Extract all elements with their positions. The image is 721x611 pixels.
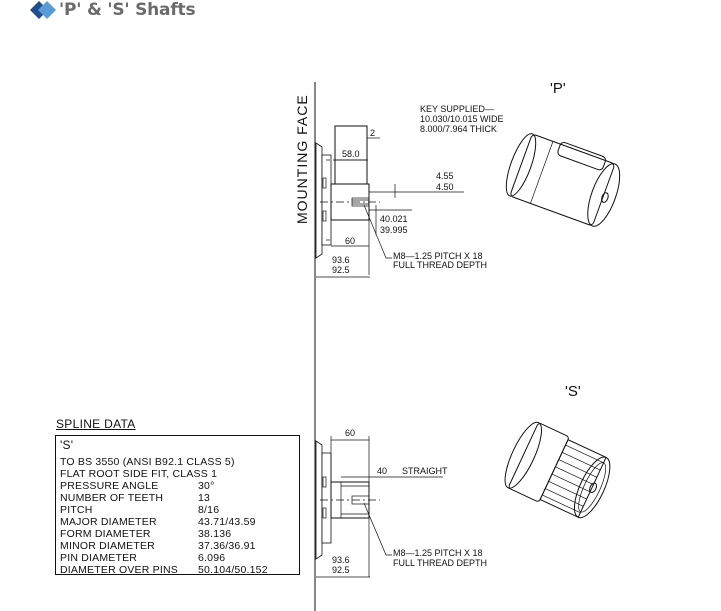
s-dim-shaft-length: 60 — [345, 428, 355, 438]
dim-shaft-dia-bottom: 39.995 — [380, 225, 408, 235]
spline-data-table: 'S' TO BS 3550 (ANSI B92.1 CLASS 5) FLAT… — [55, 435, 300, 576]
dim-shaft-dia-top: 40.021 — [380, 214, 408, 224]
p-shaft-isometric — [505, 133, 621, 227]
s-dim-straight: 40 — [377, 466, 387, 476]
spline-fit-line: FLAT ROOT SIDE FIT, CLASS 1 — [60, 468, 218, 480]
p-view-label: 'P' — [550, 80, 566, 97]
dim-dia-top: 4.55 — [436, 171, 454, 181]
dim-dia-bottom: 4.50 — [436, 182, 454, 192]
key-note-line-2: 10.030/10.015 WIDE — [420, 114, 504, 124]
spline-type-label: 'S' — [60, 438, 74, 452]
s-dim-total-top: 93.6 — [332, 555, 350, 565]
s-dim-straight-label: STRAIGHT — [402, 466, 448, 476]
p-thread-note-line-2: FULL THREAD DEPTH — [393, 260, 487, 270]
dim-total-bottom: 92.5 — [332, 265, 350, 275]
blue-diamond-logo-icon — [30, 1, 56, 19]
dim-key-length: 58.0 — [342, 149, 360, 159]
page-header: 'P' & 'S' Shafts — [28, 0, 196, 21]
s-shaft-side-view: 60 40 STRAIGHT 93.6 92.5 M8—1.25 PITCH X… — [315, 428, 487, 578]
mounting-face-label: MOUNTING FACE — [294, 94, 310, 224]
s-thread-note-line-2: FULL THREAD DEPTH — [393, 558, 487, 568]
key-note-line-3: 8.000/7.964 THICK — [420, 124, 497, 134]
p-shaft-side-view: 58.0 2 4.55 4.50 40.021 39.995 60 93.6 9… — [315, 104, 504, 278]
spline-data-title: SPLINE DATA — [56, 417, 136, 431]
dim-total-top: 93.6 — [332, 255, 350, 265]
s-view-label: 'S' — [565, 383, 581, 400]
spline-standard-line: TO BS 3550 (ANSI B92.1 CLASS 5) — [60, 456, 235, 468]
dim-shaft-length: 60 — [345, 236, 355, 246]
p-thread-note-line-1: M8—1.25 PITCH X 18 — [393, 251, 483, 261]
s-dim-total-bottom: 92.5 — [332, 565, 350, 575]
dim-key-offset: 2 — [370, 128, 375, 138]
s-shaft-isometric — [504, 421, 611, 519]
s-thread-note-line-1: M8—1.25 PITCH X 18 — [393, 548, 483, 558]
key-note-line-1: KEY SUPPLIED— — [420, 104, 494, 114]
page-title: 'P' & 'S' Shafts — [59, 0, 196, 20]
